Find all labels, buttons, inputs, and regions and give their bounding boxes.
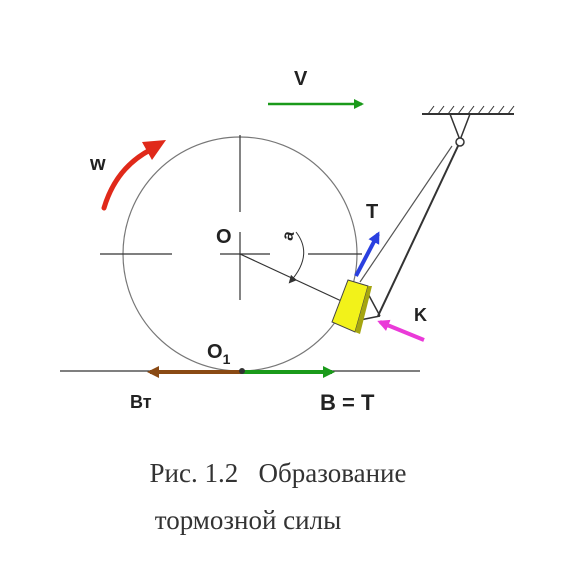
contact-point-label: O1 xyxy=(207,341,231,367)
contact-label-sub: 1 xyxy=(223,351,231,367)
force-t-arrow xyxy=(354,231,380,277)
omega-arrow xyxy=(101,147,153,211)
force-k-arrow xyxy=(377,319,425,342)
point-k-label: K xyxy=(414,305,427,325)
support-hatching xyxy=(427,105,515,115)
caption-line-1: Рис. 1.2 Образование xyxy=(150,458,407,488)
lever-rod-inner xyxy=(359,145,453,283)
lever-rod xyxy=(377,145,459,317)
force-bt-label: Вт xyxy=(130,392,152,412)
brake-shoe xyxy=(331,279,372,334)
caption-line-2: тормозной силы xyxy=(155,505,341,535)
support-bracket xyxy=(449,113,471,143)
center-label: O xyxy=(216,226,232,248)
angle-label: a xyxy=(279,229,298,242)
contact-point xyxy=(239,368,245,374)
angle-arc xyxy=(288,231,305,284)
force-b-label: В = Т xyxy=(320,390,375,415)
force-t-label: T xyxy=(366,201,378,223)
pivot-joint xyxy=(455,137,465,147)
radius-line xyxy=(239,253,351,306)
contact-label-base: O xyxy=(207,341,223,363)
velocity-label: V xyxy=(294,68,308,90)
omega-label: w xyxy=(89,153,106,175)
omega-arrow-head xyxy=(142,140,166,160)
